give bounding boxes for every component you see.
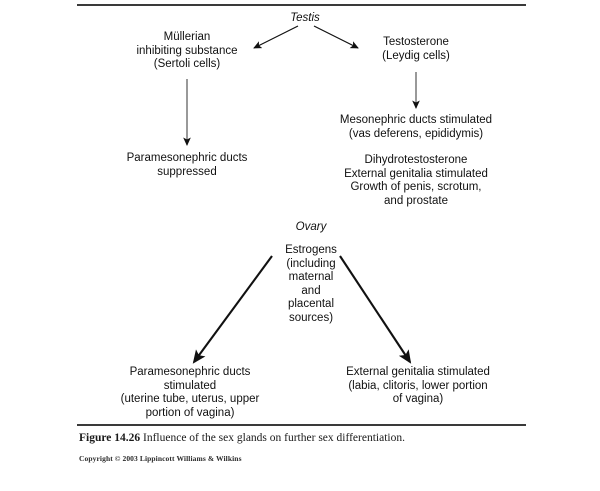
node-ovary-gland: Ovary: [295, 221, 327, 233]
figure-caption-text: Influence of the sex glands on further s…: [140, 432, 405, 444]
figure-caption: Figure 14.26 Influence of the sex glands…: [79, 432, 539, 444]
arrow-estrogens-to-external-genitalia: [339, 255, 412, 364]
node-testosterone: Testosterone (Leydig cells): [382, 36, 450, 62]
node-testis-gland: Testis: [290, 12, 320, 24]
node-mullerian-inhibiting-substance: Müllerian inhibiting substance (Sertoli …: [136, 31, 238, 70]
top-divider-rule: [77, 4, 526, 6]
figure-number: Figure 14.26: [79, 432, 141, 444]
copyright-notice: Copyright © 2003 Lippincott Williams & W…: [79, 454, 242, 463]
node-mesonephric-ducts-stimulated: Mesonephric ducts stimulated (vas defere…: [339, 114, 493, 140]
node-paramesonephric-ducts-stimulated: Paramesonephric ducts stimulated (uterin…: [120, 366, 260, 419]
node-estrogens: Estrogens (including maternal and placen…: [285, 244, 337, 324]
node-paramesonephric-ducts-suppressed: Paramesonephric ducts suppressed: [126, 152, 248, 178]
bottom-divider-rule: [77, 424, 526, 426]
arrow-testis-to-testosterone: [313, 25, 359, 49]
node-external-genitalia-stimulated: External genitalia stimulated (labia, cl…: [346, 366, 490, 405]
node-dihydrotestosterone-effects: Dihydrotestosterone External genitalia s…: [344, 154, 488, 207]
arrow-estrogens-to-paramesonephric: [192, 255, 273, 364]
